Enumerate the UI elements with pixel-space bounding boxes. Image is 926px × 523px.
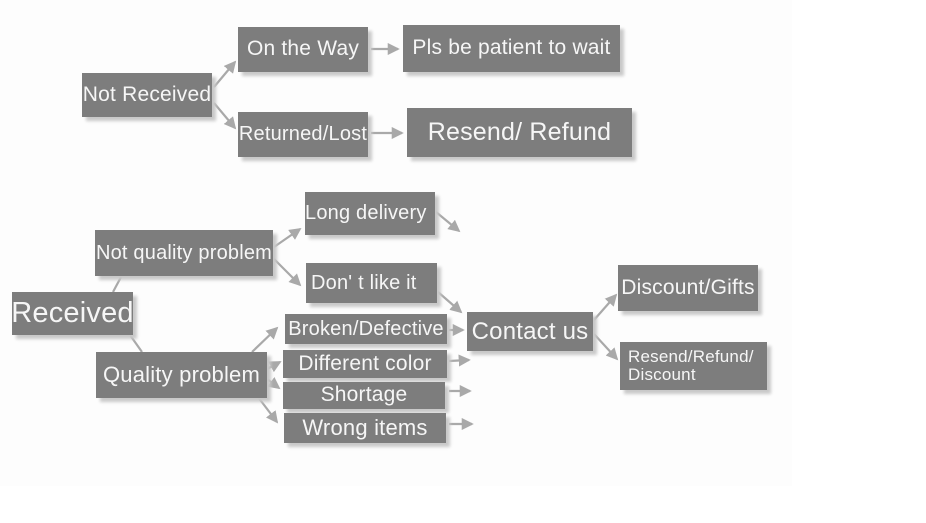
node-label: Contact us xyxy=(471,317,589,345)
node-resend-refund: Resend/ Refund xyxy=(407,108,632,157)
node-pls-be-patient: Pls be patient to wait xyxy=(403,25,620,72)
node-dont-like-it: Don' t like it xyxy=(306,263,437,303)
node-label: Not quality problem xyxy=(95,241,273,264)
node-discount-gifts: Discount/Gifts xyxy=(618,265,758,311)
node-label: Different color xyxy=(298,351,432,375)
node-label: Wrong items xyxy=(302,415,428,441)
node-label: Resend/ Refund xyxy=(427,118,612,147)
node-label: Not Received xyxy=(82,82,212,106)
node-not-received: Not Received xyxy=(82,73,212,117)
node-wrong-items: Wrong items xyxy=(284,413,446,443)
node-label: Received xyxy=(11,297,134,330)
node-shortage: Shortage xyxy=(283,382,445,409)
node-label: Don' t like it xyxy=(311,271,417,294)
node-not-quality-problem: Not quality problem xyxy=(95,230,273,276)
node-quality-problem: Quality problem xyxy=(96,352,267,398)
node-received: Received xyxy=(11,292,134,335)
node-on-the-way: On the Way xyxy=(238,27,368,72)
node-contact-us: Contact us xyxy=(467,312,593,351)
node-label: Discount/Gifts xyxy=(621,275,755,299)
node-label: On the Way xyxy=(246,37,360,61)
node-long-delivery: Long delivery xyxy=(305,192,435,235)
node-broken-defective: Broken/Defective xyxy=(285,314,447,344)
node-resend-refund-discount: Resend/Refund/ Discount xyxy=(620,342,767,390)
node-label: Pls be patient to wait xyxy=(412,36,611,60)
node-label: Shortage xyxy=(320,383,408,407)
node-different-color: Different color xyxy=(283,350,447,378)
node-label: Returned/Lost xyxy=(238,123,368,145)
node-returned-lost: Returned/Lost xyxy=(238,112,368,157)
node-label: Broken/Defective xyxy=(288,317,444,340)
node-label: Quality problem xyxy=(102,362,261,388)
node-label: Long delivery xyxy=(305,202,427,224)
node-label: Resend/Refund/ Discount xyxy=(628,347,754,384)
